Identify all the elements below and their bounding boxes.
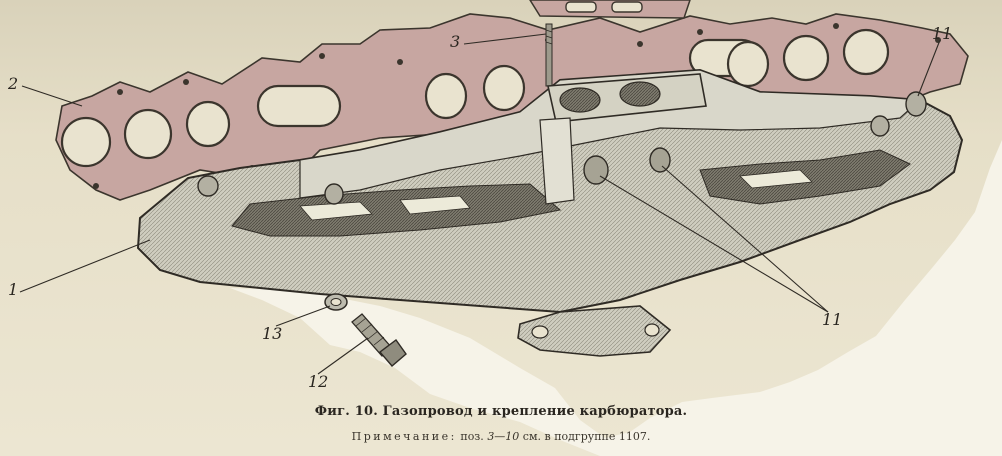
callout-12: 12 xyxy=(308,372,329,391)
callout-13: 13 xyxy=(262,324,283,343)
manifold-body xyxy=(136,68,964,357)
figure-caption: Фиг. 10. Газопровод и крепление карбюрат… xyxy=(314,404,688,419)
callout-1: 1 xyxy=(8,280,19,299)
note-range: 3—10 xyxy=(487,430,520,443)
callout-11-bottom: 11 xyxy=(822,310,843,329)
figure-note: Примечание: поз. 3—10 см. в подгруппе 11… xyxy=(0,430,1002,443)
note-label: Примечание: xyxy=(351,430,457,443)
note-text-after: см. в подгруппе 1107. xyxy=(519,430,651,443)
gasket xyxy=(55,0,969,201)
callout-11-top: 11 xyxy=(932,24,953,43)
bolt xyxy=(351,313,407,367)
washer xyxy=(324,293,348,311)
leader-lines xyxy=(19,33,941,375)
callout-3: 3 xyxy=(450,32,461,51)
stud xyxy=(545,23,553,87)
callout-2: 2 xyxy=(8,74,19,93)
note-text-before: поз. xyxy=(456,430,488,443)
